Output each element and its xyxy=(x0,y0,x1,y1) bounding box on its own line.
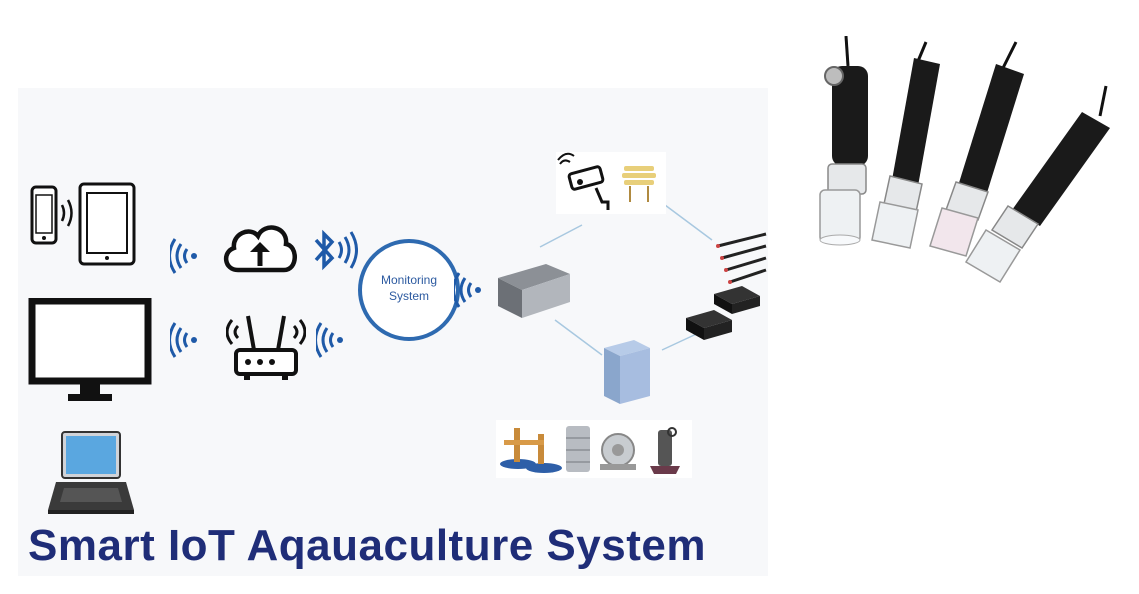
router-icon xyxy=(226,315,306,380)
monitoring-system-node xyxy=(358,239,460,341)
bluetooth-icon xyxy=(314,229,358,271)
probe-3 xyxy=(929,41,1024,257)
wifi-left-top-icon xyxy=(170,238,197,274)
gateway-box xyxy=(498,264,570,318)
phone-tablet-icon xyxy=(30,182,136,266)
control-cabinet xyxy=(604,340,650,404)
monitoring-label-line1: Monitoring xyxy=(380,273,438,287)
probe-4 xyxy=(964,85,1110,284)
laptop-icon xyxy=(48,431,134,514)
monitoring-system-label: Monitoring System xyxy=(361,272,457,304)
monitor-icon xyxy=(28,298,152,401)
wifi-left-bottom-icon xyxy=(170,322,197,358)
probe-1 xyxy=(819,36,868,246)
monitoring-label-line2: System xyxy=(388,289,429,303)
diagram-title: Smart IoT Aqauaculture System xyxy=(28,521,706,570)
camera-sensor-icon xyxy=(556,152,666,214)
aquaculture-equipment xyxy=(496,420,692,478)
wifi-router-icon xyxy=(316,322,343,358)
wifi-gateway-icon xyxy=(454,272,481,308)
controller-boxes xyxy=(686,286,760,340)
water-quality-probes-photo xyxy=(819,36,1110,284)
cloud-upload-icon xyxy=(224,225,297,273)
small-probes-icon xyxy=(716,232,767,284)
probe-2 xyxy=(871,41,940,249)
